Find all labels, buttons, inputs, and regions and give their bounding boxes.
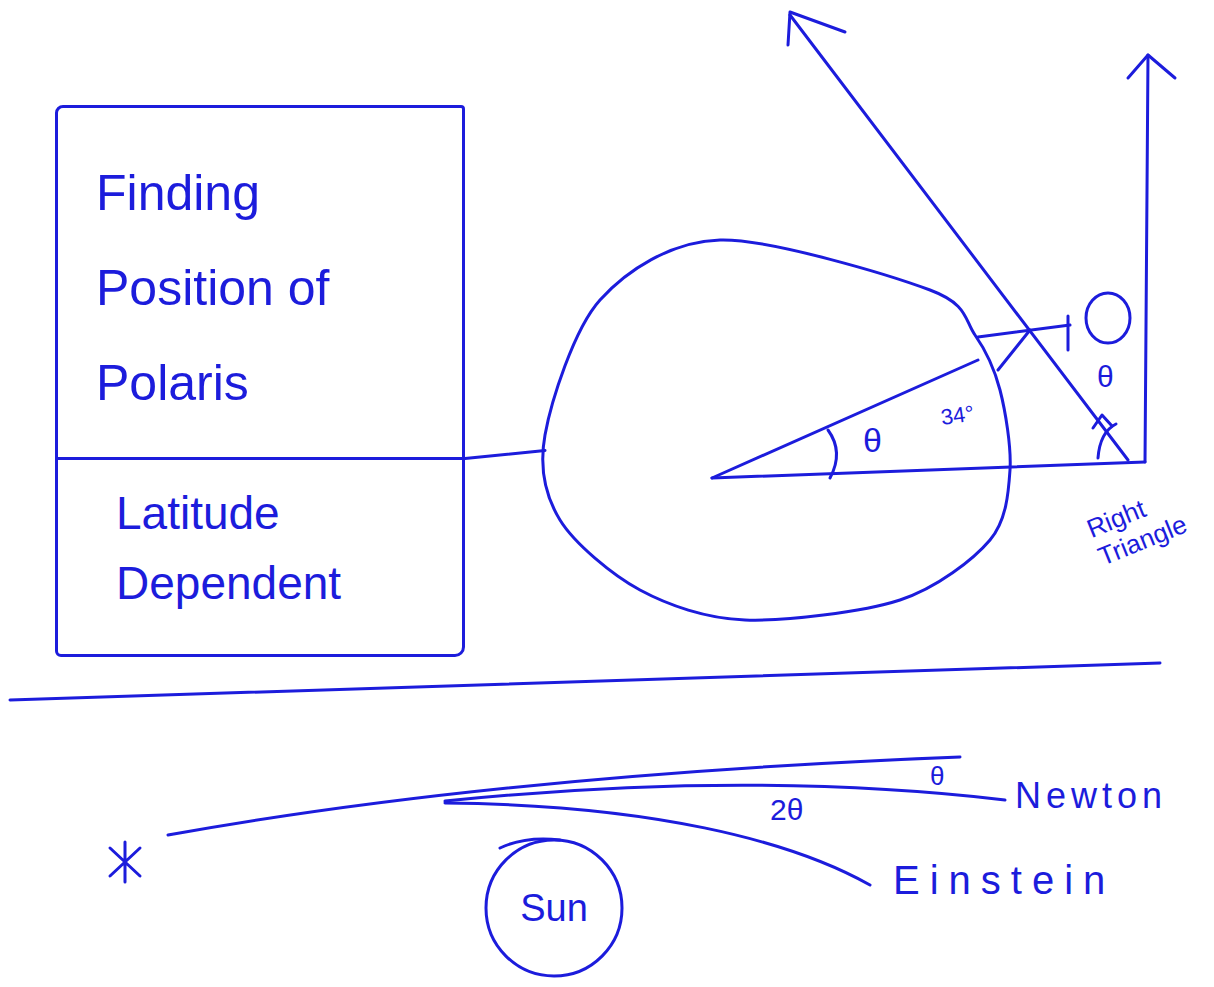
angle-arc — [828, 430, 837, 478]
observer-head — [1086, 293, 1130, 343]
deflection-angle: 2θ — [770, 795, 803, 825]
sight-arrow — [790, 15, 1128, 460]
angle-value: 34° — [939, 402, 975, 428]
arrow-head — [1128, 55, 1175, 78]
angle-symbol: θ — [863, 423, 882, 457]
connector-line — [465, 451, 545, 459]
angle-arc — [1098, 424, 1116, 458]
angle-symbol: θ — [1097, 362, 1114, 392]
triangle-label: Right Triangle — [1082, 478, 1197, 571]
earth-shape — [541, 235, 1016, 625]
body-text: Latitude Dependent — [58, 460, 462, 654]
sun-outline — [486, 840, 622, 976]
separator-line — [10, 663, 1160, 700]
earth-outline: θ 34° — [541, 235, 1016, 625]
arrow-head — [788, 12, 845, 45]
tangent-tick — [998, 330, 1030, 370]
equator-line — [712, 462, 1145, 478]
star-symbol — [110, 842, 140, 882]
info-box: Finding Position of PolarisLatitude Depe… — [55, 105, 465, 657]
earth-outline-path — [543, 240, 1010, 620]
deflection-angle: θ — [930, 763, 944, 789]
sun-label: Sun — [520, 888, 588, 928]
light-path — [168, 757, 960, 835]
einstein-label: Einstein — [893, 860, 1115, 900]
angle-tick — [1093, 415, 1112, 428]
einstein-path — [445, 803, 870, 885]
newton-label: Newton — [1015, 778, 1167, 814]
heading-text: Finding Position of Polaris — [58, 108, 462, 460]
sun-circle: Sun — [483, 838, 625, 978]
newton-path — [445, 785, 1005, 801]
observer-body — [1067, 316, 1070, 350]
latitude-line — [712, 360, 978, 478]
axis-arrow — [1145, 55, 1148, 462]
